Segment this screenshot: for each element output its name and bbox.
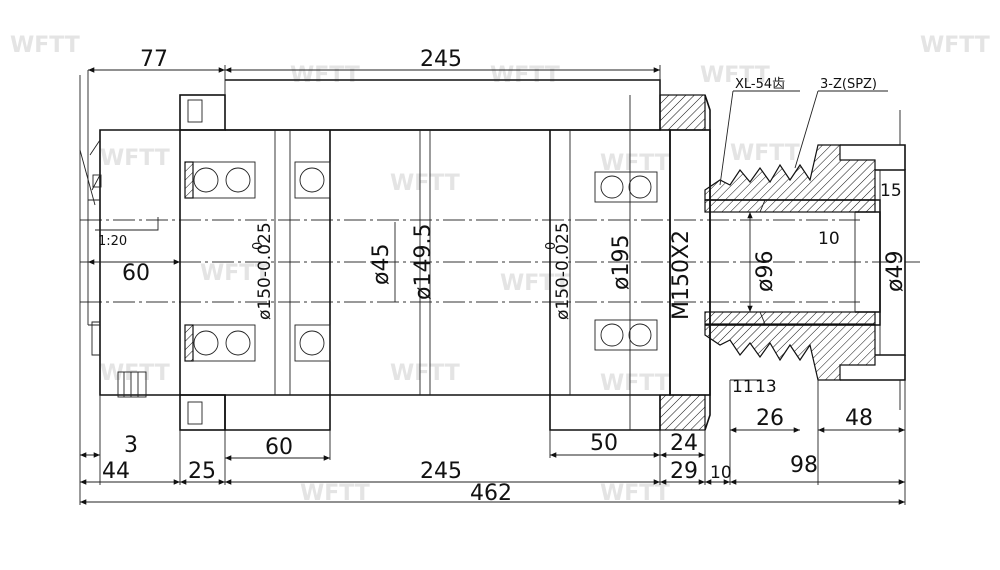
- dim-label: ø45: [369, 244, 394, 285]
- watermark-text: WFTT: [500, 271, 570, 296]
- belt-label: XL-54齿: [735, 77, 785, 92]
- watermark-text: WFTT: [730, 141, 800, 166]
- dimensions-bottom: 3 44 25 60 245 50 24 29 10 98 11 13 26 4…: [80, 377, 906, 506]
- dim-label: 3: [124, 433, 138, 458]
- dim-label: 24: [670, 431, 698, 456]
- dim-label: 13: [755, 377, 777, 397]
- pulley-top: [704, 144, 876, 201]
- dim-label: 48: [845, 406, 873, 431]
- dim-label: ø49: [883, 251, 908, 292]
- watermark-text: WFTT: [100, 146, 170, 171]
- dim-label: 26: [756, 406, 784, 431]
- dim-label: ø150-0.025: [255, 222, 275, 320]
- front-flange-top: [179, 94, 226, 131]
- dim-label: ø96: [753, 251, 778, 292]
- dim-label: 60: [122, 261, 150, 286]
- watermark-text: WFTT: [390, 361, 460, 386]
- dimensions-top: 77 245 XL-54齿 3-Z(SPZ): [79, 47, 888, 505]
- dim-label: 245: [420, 459, 462, 484]
- dim-label: 15: [880, 181, 902, 201]
- dimensions-diameters: 1:20 60 ø150-0.025 0 ø45 ø149.5 ø150-0.0…: [88, 130, 908, 395]
- watermark-text: WFTT: [490, 63, 560, 88]
- dim-label: 245: [420, 47, 462, 72]
- dim-label: ø149.5: [411, 224, 436, 300]
- dim-label: 44: [102, 459, 130, 484]
- watermark-text: WFTT: [390, 171, 460, 196]
- front-flange-bottom: [179, 394, 226, 431]
- dim-label: 25: [188, 459, 216, 484]
- rear-cap-top: [659, 94, 706, 131]
- dim-label: 77: [140, 47, 168, 72]
- watermark-text: WFTT: [290, 63, 360, 88]
- taper-label: 1:20: [98, 234, 127, 249]
- dim-label: 10: [818, 229, 840, 249]
- dim-label: M150X2: [669, 230, 694, 320]
- dim-label: ø150-0.025: [553, 222, 573, 320]
- watermark-text: WFTT: [100, 361, 170, 386]
- bearing-front: [184, 161, 331, 362]
- watermark-text: WFTT: [10, 33, 80, 58]
- pulley-label: 3-Z(SPZ): [820, 77, 877, 92]
- watermark-layer: WFTT WFTT WFTT WFTT WFTT WFTT WFTT WFTT …: [10, 33, 990, 506]
- watermark-text: WFTT: [920, 33, 990, 58]
- dim-label: 50: [590, 431, 618, 456]
- dim-label: ø195: [609, 235, 634, 290]
- dim-tolerance: 0: [544, 242, 559, 250]
- dim-label: 98: [790, 453, 818, 478]
- nose-taper: [87, 199, 100, 326]
- spindle-body: [79, 79, 920, 431]
- rear-shaft: [705, 199, 881, 326]
- dim-label: 60: [265, 435, 293, 460]
- dim-label: 29: [670, 459, 698, 484]
- bearing-rear: [594, 171, 658, 351]
- rear-cap-bottom: [659, 394, 706, 431]
- dim-label: 11: [732, 377, 754, 397]
- dim-tolerance: 0: [251, 242, 266, 250]
- dim-total-label: 462: [470, 481, 512, 506]
- watermark-text: WFTT: [700, 63, 770, 88]
- watermark-text: WFTT: [600, 371, 670, 396]
- dim-label: 10: [710, 463, 732, 483]
- pulley-bottom: [704, 324, 876, 381]
- watermark-text: WFTT: [200, 261, 270, 286]
